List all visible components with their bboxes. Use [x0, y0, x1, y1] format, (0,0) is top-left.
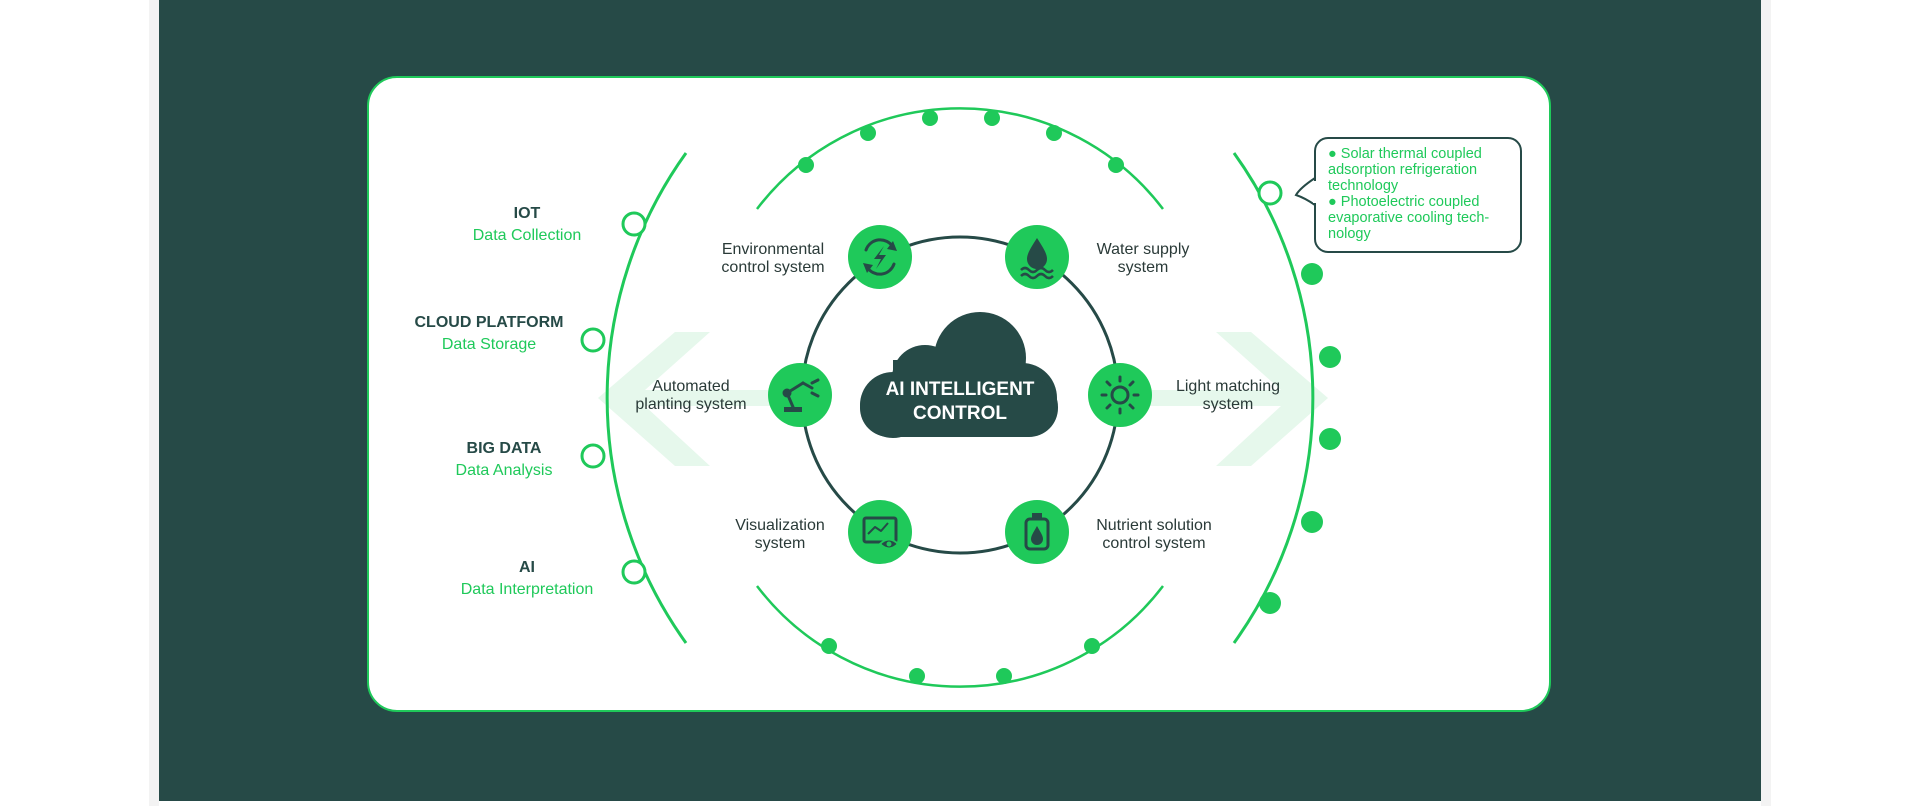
visualization-line-1: Visualization [735, 517, 825, 534]
right-outer-arc [1232, 152, 1315, 644]
left-nodes [580, 211, 647, 585]
left-item-subtitle: Data Collection [472, 227, 582, 244]
visualization-system-label: Visualization system [710, 517, 850, 553]
left-item-cloud-platform: CLOUD PLATFORM Data Storage [389, 312, 589, 356]
sun-icon [1100, 375, 1140, 415]
bottom-middle-arc [756, 585, 1164, 688]
left-item-title: AI [519, 559, 535, 576]
left-item-title: BIG DATA [466, 440, 542, 457]
cloud-shape [860, 312, 1058, 438]
callout-tail-join [1313, 181, 1317, 203]
nutrient-line-1: Nutrient solution [1096, 517, 1212, 534]
water-line-2: system [1117, 259, 1169, 276]
left-item-ai: AI Data Interpretation [427, 557, 627, 601]
left-item-subtitle: Data Interpretation [460, 581, 594, 598]
light-icon-circle [1088, 363, 1152, 427]
planting-icon-circle [768, 363, 832, 427]
bottle-drop-icon [1024, 513, 1050, 551]
nutrient-system-label: Nutrient solution control system [1074, 517, 1234, 553]
left-item-big-data: BIG DATA Data Analysis [404, 438, 604, 482]
visualization-line-2: system [754, 535, 806, 552]
light-system-label: Light matching system [1155, 378, 1301, 414]
environmental-system-label: Environmental control system [700, 241, 846, 277]
right-hollow-node [1257, 180, 1283, 206]
center-title: AI INTELLIGENT CONTROL [870, 378, 1050, 426]
left-outer-arc [605, 152, 688, 644]
left-arrow [598, 332, 800, 466]
planting-line-1: Automated [652, 378, 730, 395]
callout-bullet-2: ● Photoelectric coupled evaporative cool… [1328, 194, 1490, 242]
light-line-2: system [1202, 396, 1254, 413]
left-item-iot: IOT Data Collection [427, 203, 627, 247]
water-line-1: Water supply [1096, 241, 1190, 258]
planting-line-2: planting system [635, 396, 747, 413]
water-drop-icon [1020, 238, 1054, 280]
environmental-line-1: Environmental [721, 241, 825, 258]
nutrient-line-2: control system [1102, 535, 1206, 552]
right-border-strip [1761, 0, 1771, 806]
top-arc-dots [798, 110, 1124, 173]
callout-tail [1294, 177, 1316, 206]
top-middle-arc [756, 107, 1164, 210]
callout-bullet-1: ● Solar thermal coupled adsorption refri… [1328, 146, 1482, 194]
visualization-icon-circle [848, 500, 912, 564]
center-title-line-1: AI INTELLIGENT [885, 379, 1035, 400]
left-item-subtitle: Data Analysis [455, 462, 553, 479]
monitor-eye-icon [862, 516, 899, 550]
right-filled-nodes [1259, 263, 1341, 614]
left-item-title: IOT [513, 205, 541, 222]
technology-callout: ● Solar thermal coupled adsorption refri… [1314, 137, 1522, 253]
left-item-subtitle: Data Storage [441, 336, 537, 353]
cycle-bolt-icon [863, 238, 897, 276]
center-title-line-2: CONTROL [913, 403, 1007, 424]
right-arrow [1126, 332, 1328, 466]
bottom-arc-dots [821, 638, 1100, 684]
left-item-title: CLOUD PLATFORM [414, 314, 564, 331]
left-border-strip [149, 0, 159, 806]
robot-arm-icon [782, 378, 820, 412]
environmental-line-2: control system [721, 259, 825, 276]
light-line-1: Light matching [1175, 378, 1281, 395]
water-system-label: Water supply system [1074, 241, 1212, 277]
planting-system-label: Automated planting system [618, 378, 764, 414]
